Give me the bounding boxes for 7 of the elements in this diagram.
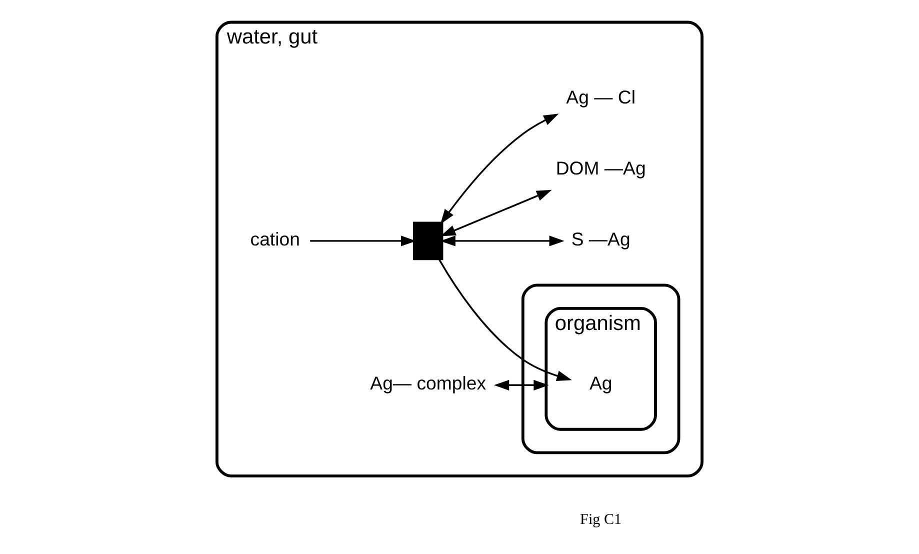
node-text: Ag — Cl [566,86,636,108]
node-text: DOM —Ag [556,157,646,178]
node-text: Ag [589,372,612,394]
node-text: Ag— complex [370,372,486,394]
label: Fig C1 [580,512,622,528]
node-text: S —Ag [571,228,630,250]
node-text: cation [250,228,300,250]
